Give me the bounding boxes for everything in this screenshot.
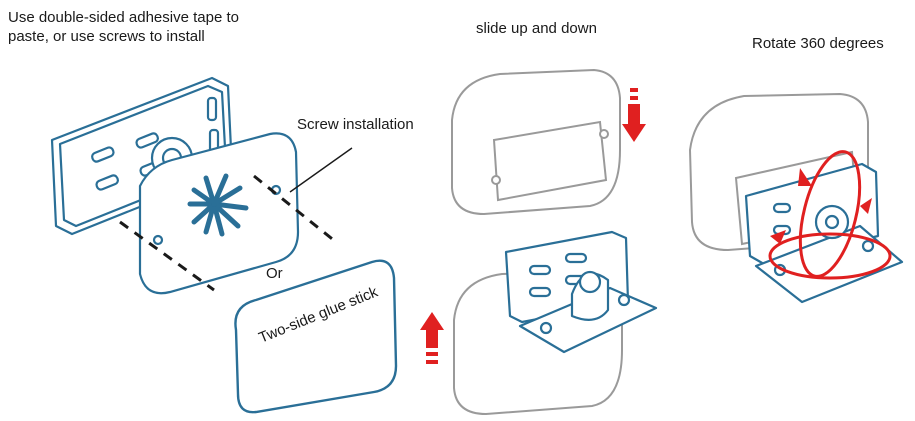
rotate-arrow-icon <box>768 150 892 280</box>
rotate-arrowheads <box>770 168 872 244</box>
caption-install-line2: paste, or use screws to install <box>8 28 205 45</box>
screw-label-leader <box>289 147 353 193</box>
caption-install-line1: Use double-sided adhesive tape to <box>8 9 239 26</box>
label-screw-installation: Screw installation <box>297 116 414 133</box>
caption-slide: slide up and down <box>476 20 597 37</box>
screw-path-lines <box>119 174 337 292</box>
caption-rotate: Rotate 360 degrees <box>752 35 884 52</box>
slide-arrow-icon <box>420 88 646 364</box>
label-or: Or <box>266 265 283 282</box>
glue-pad-icon <box>234 259 398 414</box>
caption-install: Use double-sided adhesive tape to paste,… <box>8 8 239 46</box>
slide-bracket-icon <box>504 230 658 354</box>
base-plate-icon <box>138 132 300 295</box>
